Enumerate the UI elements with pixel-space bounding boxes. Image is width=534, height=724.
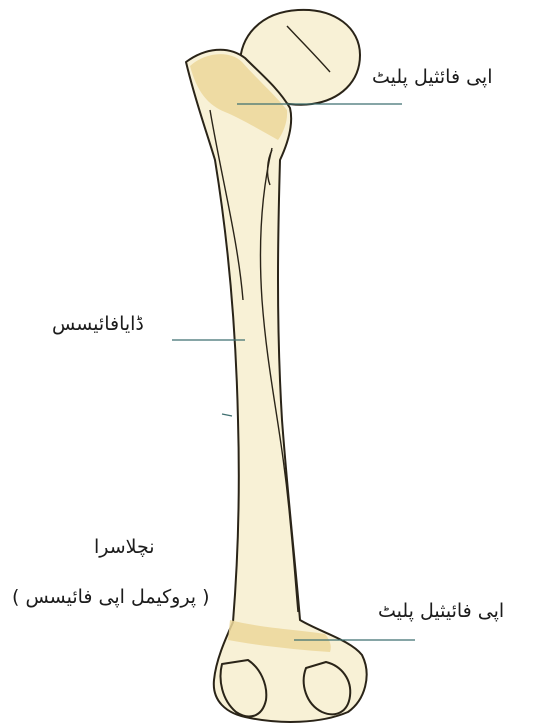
- label-lower-epiphyseal-plate: اپی فائیثیل پلیٹ: [378, 600, 504, 623]
- label-proximal-epiphysis: ( پروکیمل اپی فائیسس ): [12, 586, 210, 609]
- label-lower-end: نچلاسرا: [94, 536, 155, 559]
- label-diaphysis: ڈایافائیسس: [52, 313, 144, 336]
- label-upper-epiphyseal-plate: اپی فائثیل پلیٹ: [372, 66, 492, 89]
- femur-shaft: [186, 50, 367, 722]
- tick-mark: [222, 414, 232, 416]
